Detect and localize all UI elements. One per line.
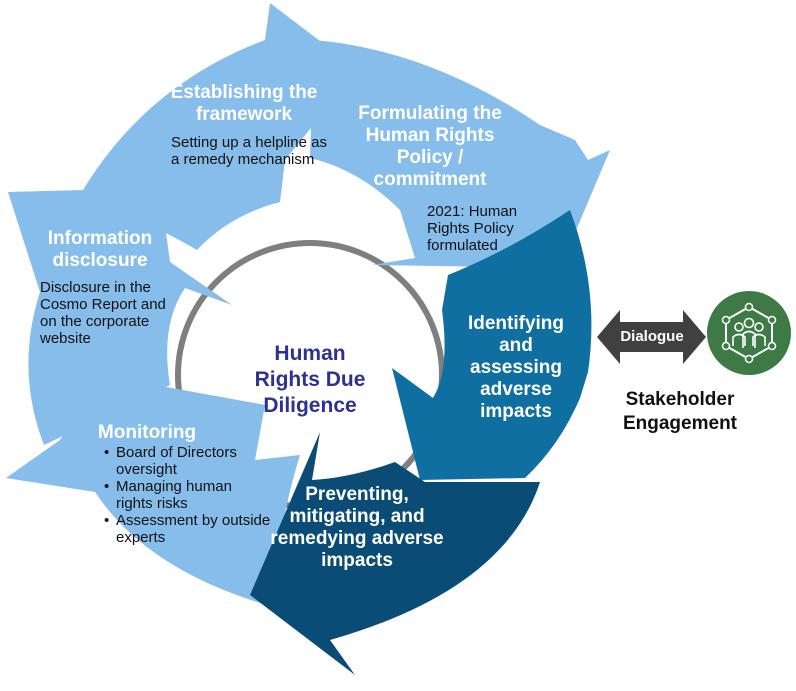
step-identifying-title: Identifying and assessing adverse impact…: [467, 313, 565, 422]
arrow-formulating-policy: [310, 40, 610, 268]
step-preventing-title: Preventing, mitigating, and remedying ad…: [270, 484, 444, 571]
monitoring-bullet: Board of Directors oversight: [102, 444, 272, 478]
step-disclosure-title: Information disclosure: [47, 228, 153, 271]
step-formulating-desc: 2021: Human Rights Policy formulated: [427, 203, 518, 254]
step-disclosure-desc: Disclosure in the Cosmo Report and on th…: [40, 279, 166, 347]
center-title: Human Rights Due Diligence: [254, 342, 366, 417]
step-formulating-title: Formulating the Human Rights Policy / co…: [358, 103, 502, 190]
monitoring-bullet: Assessment by outside experts: [102, 512, 272, 546]
step-establishing-desc: Setting up a helpline as a remedy mechan…: [171, 134, 327, 168]
people-group-icon: [707, 291, 791, 375]
stakeholder-label: Stakeholder Engagement: [622, 389, 738, 434]
arrow-identifying-impacts: [392, 210, 592, 480]
arrow-preventing-impacts: [250, 432, 540, 675]
monitoring-bullet-list: Board of Directors oversight Managing hu…: [102, 444, 272, 546]
step-establishing-title: Establishing the framework: [170, 82, 318, 125]
step-monitoring-title: Monitoring: [97, 422, 197, 443]
arrow-information-disclosure: [8, 188, 232, 445]
dialogue-label: Dialogue: [620, 328, 684, 345]
arrow-establishing-framework: [80, 3, 358, 250]
dialogue-double-arrow: [597, 310, 706, 364]
monitoring-bullet: Managing human rights risks: [102, 478, 272, 512]
